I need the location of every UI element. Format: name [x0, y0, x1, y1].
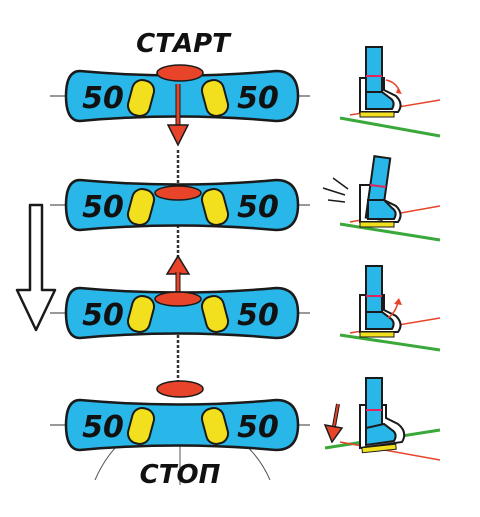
board-1-center-disc — [156, 64, 204, 82]
board-1-shape — [64, 69, 300, 123]
board-4-right-number: 50 — [237, 410, 279, 445]
board-3-right-number: 50 — [237, 298, 279, 333]
board-4-center-disc — [156, 380, 204, 398]
board-3: 50 50 — [50, 286, 310, 340]
board-4-binding-right — [200, 407, 230, 445]
stop-label: СТОП — [140, 460, 221, 490]
board-2-binding-right — [200, 188, 230, 226]
board-1-left-number: 50 — [82, 81, 124, 116]
board-2-shape — [64, 178, 300, 232]
start-label: СТАРТ — [136, 29, 232, 59]
board-2: 50 50 — [50, 178, 310, 232]
board-1-right-number: 50 — [237, 81, 279, 116]
board-2-binding-left — [126, 188, 156, 226]
board-1: 50 50 — [50, 64, 310, 123]
stance-arrow-down — [166, 84, 190, 147]
board-3-shape — [64, 286, 300, 340]
board-4: 50 50 — [50, 380, 310, 485]
ski-boot-icon — [322, 155, 441, 242]
board-2-center-disc — [154, 185, 202, 201]
board-3-left-number: 50 — [82, 298, 124, 333]
board-4-shape — [64, 398, 300, 452]
board-3-binding-left — [126, 295, 156, 333]
ski-boot-icon — [339, 46, 441, 138]
board-4-left-number: 50 — [82, 410, 124, 445]
down-arrow-icon — [15, 203, 57, 332]
board-1-binding-left — [126, 79, 156, 117]
board-4-binding-left — [126, 407, 156, 445]
board-3-binding-right — [200, 295, 230, 333]
board-1-binding-right — [200, 79, 230, 117]
board-2-left-number: 50 — [82, 190, 124, 225]
ski-boot-icon — [339, 265, 441, 352]
board-3-center-disc — [154, 291, 202, 307]
ski-boot-icon — [323, 377, 441, 461]
board-2-right-number: 50 — [237, 190, 279, 225]
